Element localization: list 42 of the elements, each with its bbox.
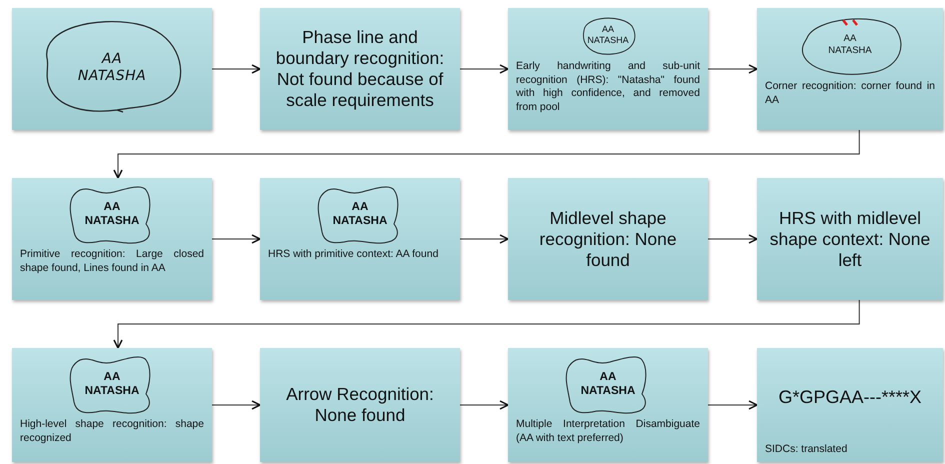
arrow	[113, 130, 860, 179]
step-title: Midlevel shape recognition: None found	[538, 206, 678, 272]
process-box	[508, 178, 708, 300]
sketch-label: AA NATASHA	[580, 370, 636, 398]
step-title: Phase line and boundary recognition: Not found because of scale requirements	[274, 26, 446, 112]
sketch-label: AA NATASHA	[84, 370, 140, 398]
arrow	[212, 400, 261, 410]
sketch-label: AA NATASHA	[587, 24, 629, 46]
step-title: Arrow Recognition: None found	[285, 383, 435, 427]
arrow	[460, 234, 509, 244]
step-description: Corner recognition: corner found in AA	[765, 80, 935, 108]
process-box	[12, 348, 212, 462]
process-box	[757, 178, 943, 300]
process-box	[12, 178, 212, 300]
arrow	[113, 300, 860, 349]
step-description: Multiple Interpretation Disambiguate (AA with text preferred)	[516, 418, 700, 446]
step-description: HRS with primitive context: AA found	[268, 248, 440, 262]
step-description: Primitive recognition: Large closed shape found, Lines found in AA	[20, 248, 204, 276]
sketch-label: AA NATASHA	[828, 33, 872, 57]
step-title: HRS with midlevel shape context: None left	[768, 206, 932, 272]
arrow	[212, 234, 261, 244]
arrow	[708, 64, 758, 74]
process-box	[508, 348, 708, 462]
arrow	[708, 400, 758, 410]
sketch-label: AA NATASHA	[78, 50, 146, 86]
step-description: High-level shape recognition: shape recognized	[20, 418, 204, 446]
process-box	[508, 8, 708, 130]
step-description: SIDCs: translated	[765, 443, 848, 457]
process-box	[260, 178, 460, 300]
step-description: Early handwriting and sub-unit recognition (HRS): "Natasha" found with high confidence, and removed from pool	[516, 60, 700, 115]
process-box	[757, 348, 943, 462]
arrow	[460, 64, 509, 74]
process-box	[260, 8, 460, 130]
sketch-label: AA NATASHA	[84, 200, 140, 228]
sketch-label: AA NATASHA	[332, 200, 388, 228]
step-title: G*GPGAA---****X	[777, 386, 923, 409]
arrow	[708, 234, 758, 244]
process-box	[260, 348, 460, 462]
process-box	[12, 8, 212, 130]
process-box	[757, 8, 943, 130]
arrow	[460, 400, 509, 410]
arrow	[212, 64, 261, 74]
